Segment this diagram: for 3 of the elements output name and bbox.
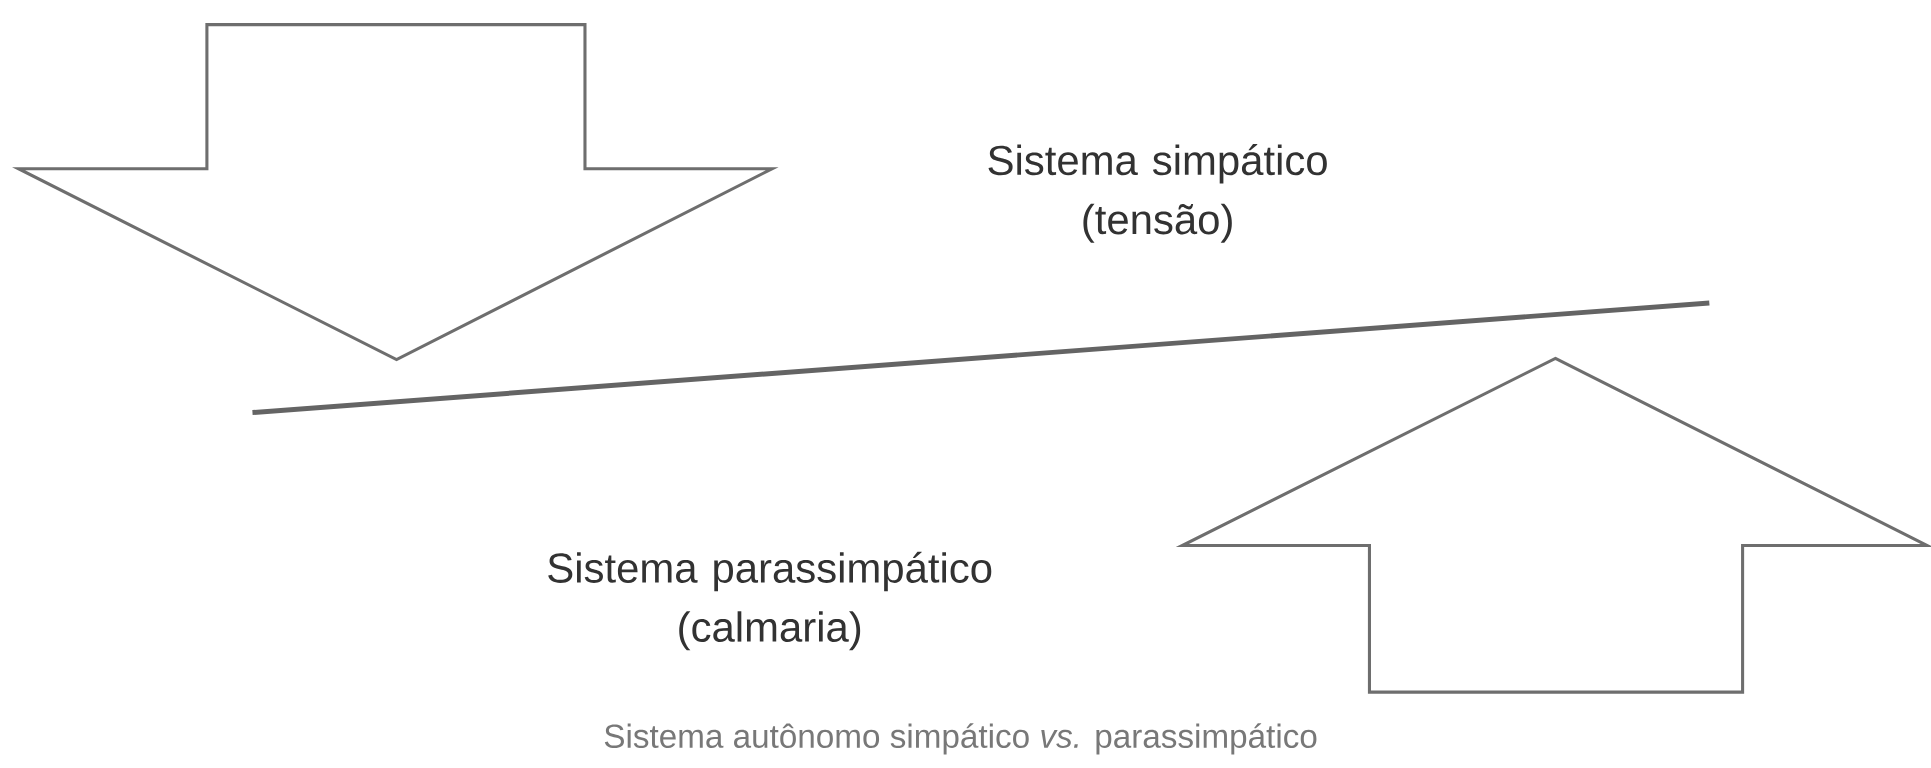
label-text: Sistema parassimpático (calmaria) — [548, 551, 992, 651]
label-text: Sistema simpático (tensão) — [988, 143, 1327, 243]
caption: Sistema autônomo simpático vs. parassimpático — [604, 723, 1317, 755]
